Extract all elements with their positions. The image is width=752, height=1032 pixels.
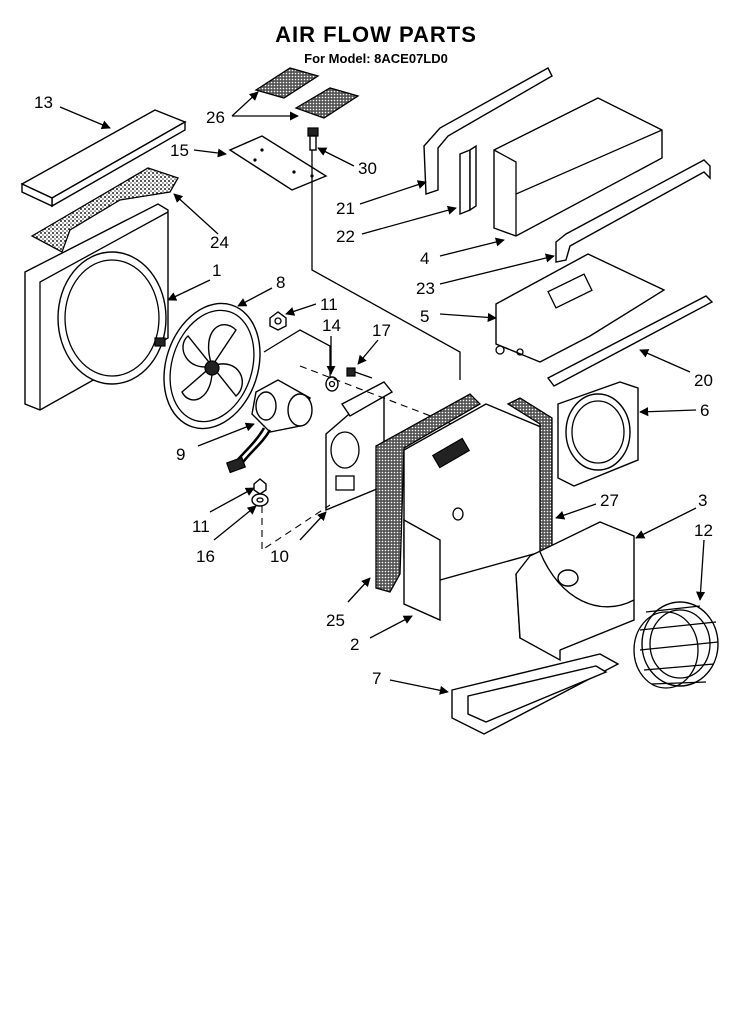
diagram-title: AIR FLOW PARTS	[275, 22, 477, 47]
orifice-plate-part	[495, 253, 666, 363]
callout-9: 9	[176, 445, 185, 464]
washer-part	[251, 493, 269, 507]
callout-11-upper: 11	[320, 295, 338, 314]
fan-blade-part	[163, 302, 261, 430]
callout-4: 4	[420, 249, 429, 268]
top-panel-part	[20, 109, 187, 208]
nut-part-upper	[269, 311, 287, 331]
callout-24: 24	[210, 233, 229, 252]
callout-leaders	[59, 91, 706, 695]
blower-housing-part	[515, 521, 635, 662]
drain-gasket-part	[451, 653, 620, 735]
callout-16: 16	[196, 547, 215, 566]
callout-21: 21	[336, 199, 355, 218]
callout-22: 22	[336, 227, 355, 246]
leader-line	[263, 329, 331, 378]
grommet-part	[325, 376, 339, 392]
callout-20: 20	[694, 371, 713, 390]
callout-12: 12	[694, 521, 713, 540]
front-panel-part	[24, 203, 169, 411]
callout-11-lower: 11	[192, 517, 210, 536]
callout-6: 6	[700, 401, 709, 420]
callout-27: 27	[600, 491, 619, 510]
seal-bar-part	[555, 159, 711, 263]
callout-3: 3	[698, 491, 707, 510]
callout-25: 25	[326, 611, 345, 630]
nut-part-lower	[253, 478, 267, 495]
gasket-strip-part	[375, 393, 482, 593]
callout-10: 10	[270, 547, 289, 566]
callout-26: 26	[206, 108, 225, 127]
motor-part	[226, 379, 313, 474]
motor-bracket-part	[325, 381, 394, 512]
callout-7: 7	[372, 669, 381, 688]
callout-8: 8	[276, 273, 285, 292]
callout-13: 13	[34, 93, 53, 112]
model-subtitle: For Model: 8ACE07LD0	[304, 51, 448, 66]
lower-seal-bar-part	[546, 295, 714, 387]
blower-wheel-part	[633, 601, 719, 689]
callout-30: 30	[358, 159, 377, 178]
air-deflector-part	[493, 97, 663, 237]
callout-14: 14	[322, 316, 341, 335]
bracket-plate-part	[228, 135, 328, 191]
leader-line	[311, 150, 461, 380]
assembly-dash-line	[261, 504, 331, 552]
callout-15: 15	[170, 141, 189, 160]
barrier-panel-part	[403, 403, 549, 622]
seal-strip-part	[423, 67, 553, 195]
seal-piece-part	[459, 144, 477, 216]
mount-screw-part	[346, 367, 373, 379]
scroll-ring-part	[557, 381, 639, 487]
callout-5: 5	[420, 307, 429, 326]
screw-part	[307, 127, 319, 151]
insulation-pad-part	[30, 167, 179, 253]
filter-pads-part	[254, 67, 360, 119]
callout-23: 23	[416, 279, 435, 298]
callout-17: 17	[372, 321, 391, 340]
callout-2: 2	[350, 635, 359, 654]
callout-1: 1	[212, 261, 221, 280]
